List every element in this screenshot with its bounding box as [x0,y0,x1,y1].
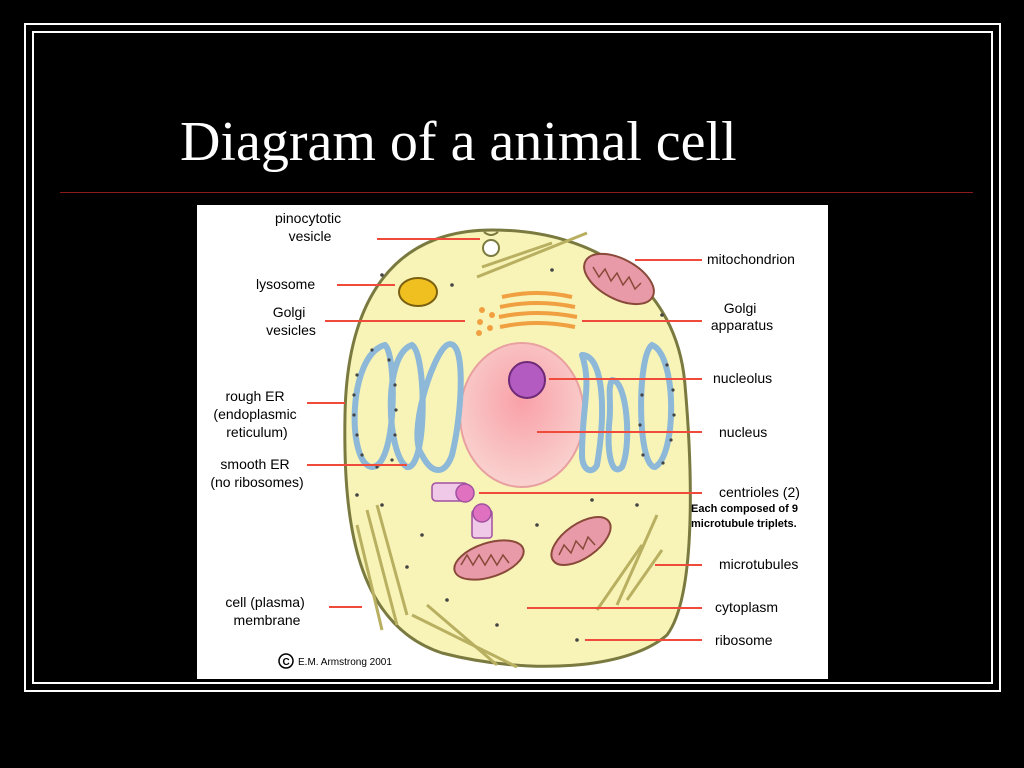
label-pinocytotic-vesicle: pinocytotic vesicle [275,210,345,244]
label-nucleolus: nucleolus [713,370,772,386]
centriole-note: Each composed of 9 microtubule triplets. [691,503,801,530]
label-golgi-apparatus: Golgi apparatus [711,300,773,333]
mitochondrion-3 [550,516,612,566]
slide-frame-outer [24,23,1001,692]
label-rough-er: rough ER (endoplasmic reticulum) [213,388,300,440]
copyright-icon [278,653,294,669]
golgi-apparatus [498,291,578,329]
rough-er [351,341,426,471]
slide-frame-inner [32,31,993,684]
ribosome-dots-left [352,348,398,469]
cell-diagram-figure: pinocytotic vesicle lysosome Golgi vesic… [197,205,828,679]
mitochondrion-2 [453,539,525,581]
smooth-er [414,341,464,473]
microtubules [355,231,664,669]
label-mitochondrion: mitochondrion [707,251,795,267]
copyright-symbol: C [283,657,290,668]
label-ribosome: ribosome [715,632,773,648]
label-nucleus: nucleus [719,424,767,440]
slide-title: Diagram of a animal cell [180,111,737,173]
centrioles [431,482,493,539]
label-lysosome: lysosome [256,276,315,292]
title-divider [60,192,973,193]
mitochondrion [583,252,655,306]
label-smooth-er: smooth ER (no ribosomes) [210,456,303,490]
label-cytoplasm: cytoplasm [715,599,778,615]
cell-diagram: pinocytotic vesicle lysosome Golgi vesic… [210,210,801,669]
lysosome [398,277,438,307]
label-cell-membrane: cell (plasma) membrane [225,594,308,628]
credit-text: E.M. Armstrong 2001 [298,657,392,668]
label-golgi-vesicles: Golgi vesicles [266,304,316,338]
nucleolus [508,361,546,399]
golgi-vesicles [476,307,495,336]
label-microtubules: microtubules [719,556,798,572]
pinocytotic-vesicle [482,239,500,257]
ribosomes [355,268,664,642]
ribosome-dots-right [638,363,676,465]
label-arrows [307,238,702,641]
label-centrioles: centrioles (2) [719,484,800,500]
